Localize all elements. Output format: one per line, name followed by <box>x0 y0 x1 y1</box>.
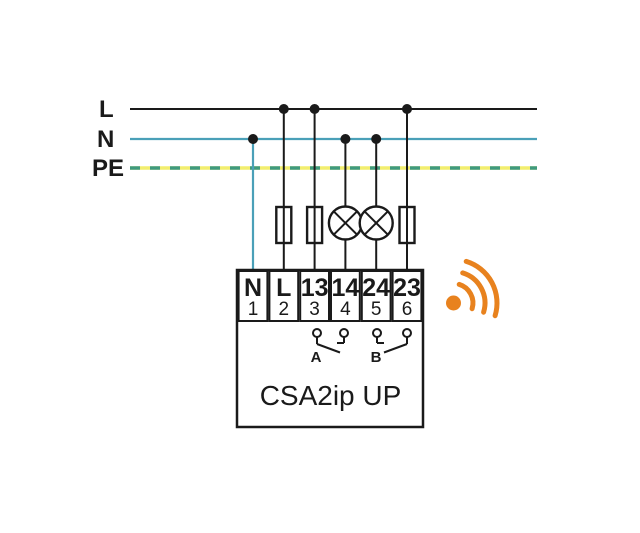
bus-label-l: L <box>99 96 114 123</box>
signal-dot <box>446 295 461 311</box>
junction-dot <box>248 134 258 144</box>
switch-a-label: A <box>311 349 322 366</box>
signal-arc-small <box>456 281 476 312</box>
terminal-label: 24 <box>362 274 390 302</box>
bus-label-pe: PE <box>92 155 124 182</box>
terminal-label: 13 <box>301 274 329 302</box>
terminal-label: N <box>244 274 262 302</box>
switch-blade <box>383 343 408 354</box>
lamp-symbols <box>327 205 394 241</box>
terminal-number: 4 <box>340 299 351 320</box>
bus-lines: L N PE <box>92 96 537 182</box>
switch-contact <box>402 328 412 338</box>
switch-contact <box>339 328 349 338</box>
terminal-label: 14 <box>331 274 359 302</box>
signal-arc-large <box>463 258 500 319</box>
bus-label-n: N <box>97 126 114 153</box>
terminal-label: 23 <box>393 274 421 302</box>
lamp-icon <box>327 205 364 241</box>
junction-dots <box>248 104 412 144</box>
terminal-cell-l: L 2 <box>268 270 300 322</box>
fuse-symbols <box>275 205 416 245</box>
terminal-cell-14: 14 4 <box>330 270 361 322</box>
junction-dot <box>371 134 382 144</box>
junction-dot <box>340 134 351 144</box>
terminal-cell-13: 13 3 <box>299 270 331 322</box>
wireless-signal-icon <box>446 258 500 319</box>
branch-wires <box>251 109 408 271</box>
switch-contact <box>312 328 322 338</box>
terminal-number: 2 <box>279 299 290 320</box>
terminal-number: 3 <box>309 299 320 320</box>
signal-arc-medium <box>460 270 488 315</box>
fuse-icon <box>305 205 324 245</box>
switch-contact <box>372 328 382 338</box>
terminal-cell-24: 24 5 <box>360 270 392 322</box>
fuse-icon <box>275 205 293 245</box>
switch-b-symbol: B <box>371 328 412 366</box>
junction-dot <box>278 104 289 114</box>
junction-dot <box>402 104 412 114</box>
terminal-label: L <box>276 274 291 302</box>
terminal-block: N 1 L 2 13 3 14 4 24 5 <box>237 270 423 322</box>
switch-a-symbol: A <box>311 328 349 366</box>
terminal-number: 1 <box>248 299 259 320</box>
terminal-cell-n: N 1 <box>237 270 269 322</box>
terminal-number: 6 <box>402 299 413 320</box>
device-name: CSA2ip UP <box>260 380 402 411</box>
switch-b-label: B <box>371 349 382 366</box>
lamp-icon <box>358 205 394 241</box>
terminal-number: 5 <box>371 299 382 320</box>
device-box: N 1 L 2 13 3 14 4 24 5 <box>235 268 425 429</box>
terminal-cell-23: 23 6 <box>391 270 423 322</box>
junction-dot <box>309 104 320 114</box>
fuse-icon <box>398 205 416 245</box>
switch-blade <box>316 343 341 354</box>
